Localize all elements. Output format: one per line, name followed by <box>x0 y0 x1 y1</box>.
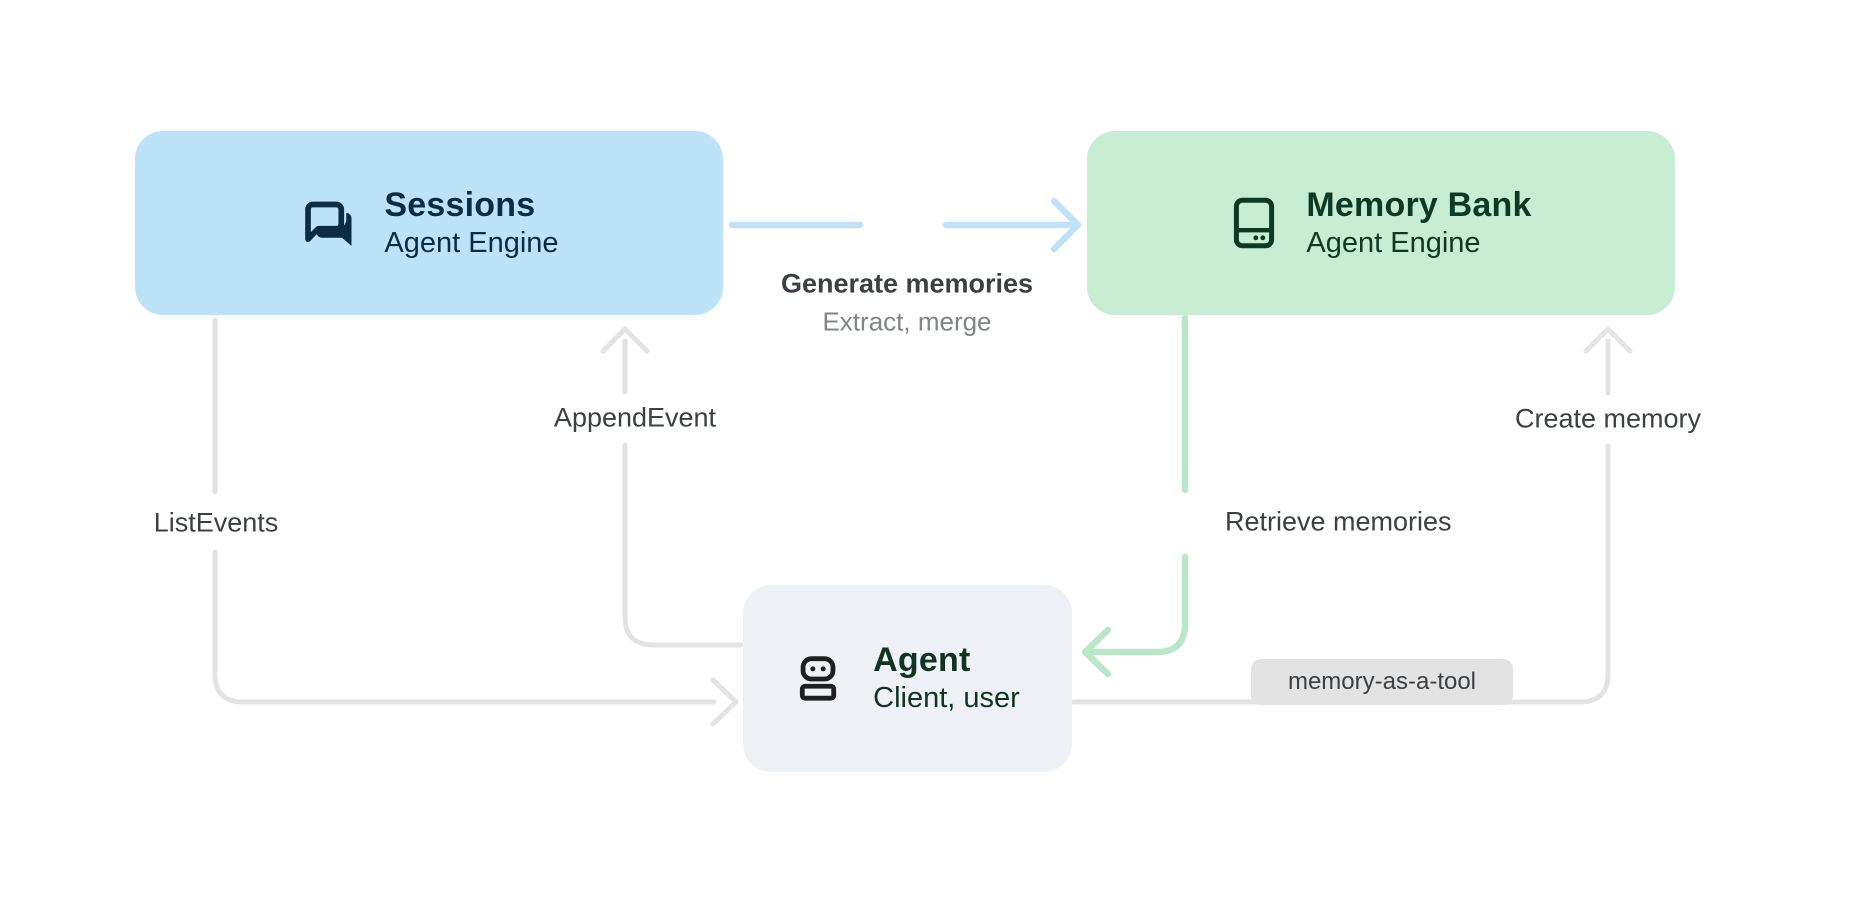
memory-bank-subtitle: Agent Engine <box>1306 226 1481 259</box>
agent-subtitle: Client, user <box>873 682 1020 715</box>
create-memory-label: Create memory <box>1514 403 1702 434</box>
list-events-arrow <box>212 317 739 727</box>
forum-chat-icon <box>305 201 352 246</box>
sessions-title: Sessions <box>384 185 536 224</box>
agent-title: Agent <box>873 641 971 680</box>
robot-icon <box>800 655 837 701</box>
memory-bank-storage-icon <box>1234 197 1275 249</box>
memory-bank-title: Memory Bank <box>1306 185 1532 224</box>
generate-memories-arrow <box>728 196 1082 254</box>
extract-merge-sublabel: Extract, merge <box>822 306 992 337</box>
sessions-text: Sessions Agent Engine <box>384 185 558 261</box>
generate-memories-label: Generate memories <box>780 268 1034 299</box>
green-sparkle-icon <box>1156 494 1214 552</box>
blue-sparkle-icon <box>874 196 932 254</box>
retrieve-memories-arrow <box>1081 314 1214 678</box>
append-event-label: AppendEvent <box>553 402 717 433</box>
memory-bank-node: Memory Bank Agent Engine <box>1087 131 1675 315</box>
agent-node: Agent Client, user <box>743 585 1072 772</box>
list-events-label: ListEvents <box>153 507 279 538</box>
retrieve-memories-label: Retrieve memories <box>1225 506 1452 537</box>
append-event-arrow <box>600 326 744 648</box>
memory-bank-text: Memory Bank Agent Engine <box>1306 185 1531 261</box>
create-memory-arrow <box>1071 326 1633 705</box>
agent-text: Agent Client, user <box>873 640 1020 716</box>
sessions-node: Sessions Agent Engine <box>135 131 723 315</box>
memory-as-a-tool-badge: memory-as-a-tool <box>1251 659 1513 705</box>
sessions-subtitle: Agent Engine <box>384 226 559 259</box>
